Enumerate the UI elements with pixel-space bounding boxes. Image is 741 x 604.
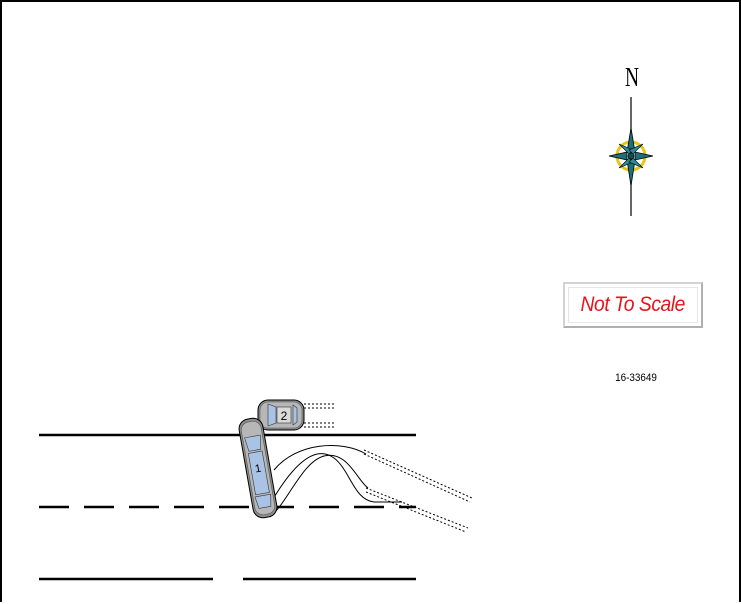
case-number: 16-33649 <box>615 372 657 384</box>
not-to-scale-label: Not To Scale <box>580 293 686 316</box>
vehicle-2: 2 <box>257 399 305 431</box>
vehicle-2-label: 2 <box>281 409 288 423</box>
roadway <box>39 433 416 581</box>
vehicle-1-path-c <box>273 445 367 471</box>
car-icon <box>238 417 278 519</box>
skid-mark-1a <box>363 449 473 499</box>
not-to-scale-box: Not To Scale <box>563 282 703 328</box>
vehicle-1-label: 1 <box>254 463 262 476</box>
compass-center <box>627 152 635 160</box>
car-icon <box>257 399 305 431</box>
skid-mark-1b <box>363 453 471 503</box>
skid-mark-2b <box>365 491 467 533</box>
compass-point-ne <box>628 143 644 155</box>
vehicle-1-path-a <box>263 453 402 516</box>
compass-point-west <box>608 151 628 161</box>
compass-rose-icon <box>608 97 654 216</box>
vehicle-paths <box>263 445 402 518</box>
compass-point-se <box>628 157 644 169</box>
compass-point-east <box>634 151 654 161</box>
north-label: N <box>624 62 640 92</box>
vehicle-1: 1 <box>238 417 278 519</box>
skid-marks <box>304 403 473 533</box>
vehicle-1-path-b <box>269 454 369 518</box>
not-to-scale-inner-border <box>568 287 698 323</box>
